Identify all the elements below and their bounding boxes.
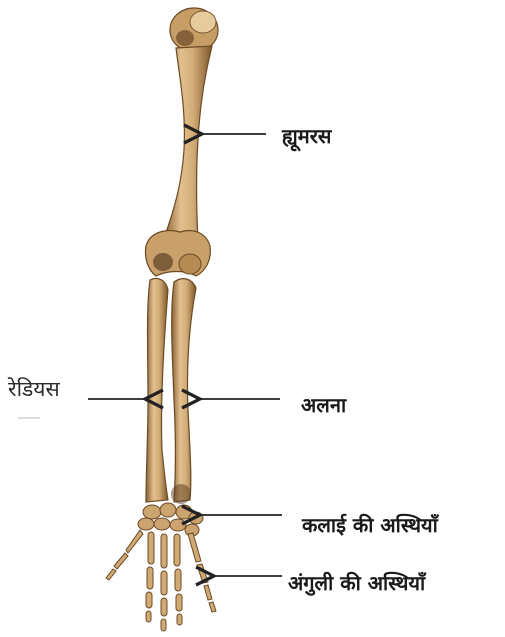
humerus-bone: [145, 8, 218, 276]
ulna-bone: [171, 279, 196, 504]
radius-bone: [146, 278, 168, 502]
finger-bones: [106, 530, 216, 631]
label-carpals: कलाई की अस्थियाँ: [302, 515, 438, 535]
label-radius: रेडियस: [8, 379, 60, 400]
label-phalanges: अंगुली की अस्थियाँ: [288, 573, 425, 593]
label-ulna: अलना: [301, 395, 346, 415]
carpal-bones: [138, 503, 203, 536]
label-humerus: ह्यूमरस: [282, 126, 331, 146]
